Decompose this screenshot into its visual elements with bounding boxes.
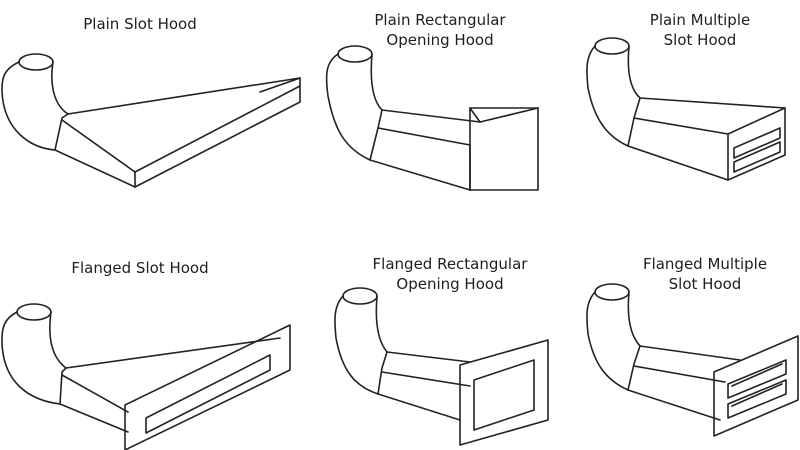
elbow-inner [375,295,388,353]
slot-upper-inner [731,363,783,387]
elbow-outer [1,61,56,151]
elbow-outer [586,45,629,147]
label-line: Opening Hood [396,275,504,293]
elbow-outer [334,295,379,395]
label-plain-slot-hood: Plain Slot Hood [60,14,220,34]
flanged-slot-hood-drawing [1,303,291,450]
duct-opening [337,45,373,63]
flange [124,324,291,450]
plain-slot-hood-drawing [1,53,301,188]
slot-upper [727,359,787,399]
hood-top-edge [639,345,741,361]
hood-bottom-edge [59,403,129,433]
elbow-inner [627,45,641,99]
hood-bottom-edge [627,389,721,421]
slot-lower [134,85,301,173]
duct-opening [16,303,52,321]
label-flanged-multiple-slot-hood: Flanged Multiple Slot Hood [620,254,790,294]
plain-multiple-slot-hood-drawing [586,37,786,181]
label-line: Slot Hood [663,31,737,49]
opening-top-depth [479,107,539,123]
front-face [727,107,786,181]
hood-top-edge [639,97,786,109]
flanged-multiple-slot-hood-drawing [586,283,799,437]
hood-front-bottom [134,101,301,188]
hood-top-edge [386,351,471,363]
transition-seam [627,345,641,391]
label-line: Plain Rectangular [374,11,506,29]
hood-top-edge [67,77,301,115]
hood-top-edge [65,337,281,369]
slot-lower [733,141,781,173]
label-line: Flanged Multiple [642,255,768,273]
hood-bottom-edge [54,149,136,188]
label-flanged-slot-hood: Flanged Slot Hood [55,258,225,278]
elbow-inner [370,53,383,111]
transition-seam [59,367,67,405]
flanged-rectangular-hood-drawing [334,287,549,446]
label-line: Flanged Slot Hood [71,259,209,277]
duct-opening [594,283,630,301]
transition-seam [377,351,388,395]
duct-opening [594,37,630,55]
hood-mid-seam [633,117,729,135]
transition-seam [369,109,383,161]
slot-lower-inner [731,383,783,407]
label-line: Plain Multiple [649,11,751,29]
slot-opening [145,354,271,434]
label-line: Slot Hood [668,275,742,293]
flange [459,339,549,446]
hood-bottom-edge [377,393,461,421]
label-line: Plain Slot Hood [83,15,197,33]
slot-upper [733,127,781,159]
slot-top [259,77,301,93]
flange [713,335,799,437]
rect-opening [469,107,539,191]
label-line: Opening Hood [386,31,494,49]
hood-mid-seam [381,371,471,387]
hood-mid-seam [377,127,471,146]
opening-corner [469,107,481,123]
rect-opening [473,359,535,431]
plain-rectangular-hood-drawing [325,45,539,191]
duct-opening [342,287,378,305]
elbow-inner [49,311,67,369]
hood-side-seam [61,119,136,173]
elbow-outer [1,311,61,405]
elbow-outer [586,291,629,391]
elbow-outer [325,53,371,161]
elbow-inner [627,291,641,347]
elbow-inner [51,61,69,115]
hood-mid-seam [633,365,726,383]
hood-bottom-edge [369,159,471,191]
label-line: Flanged Rectangular [372,255,528,273]
label-plain-multiple-slot-hood: Plain Multiple Slot Hood [620,10,780,50]
hood-side-seam [61,374,129,413]
transition-seam [627,97,641,147]
duct-opening [18,53,54,71]
label-flanged-rectangular-opening-hood: Flanged Rectangular Opening Hood [355,254,545,294]
transition-seam [54,113,69,151]
hood-bottom-edge [627,145,729,181]
label-plain-rectangular-opening-hood: Plain Rectangular Opening Hood [350,10,530,50]
slot-lower [727,379,787,419]
hood-top-edge [381,109,481,123]
